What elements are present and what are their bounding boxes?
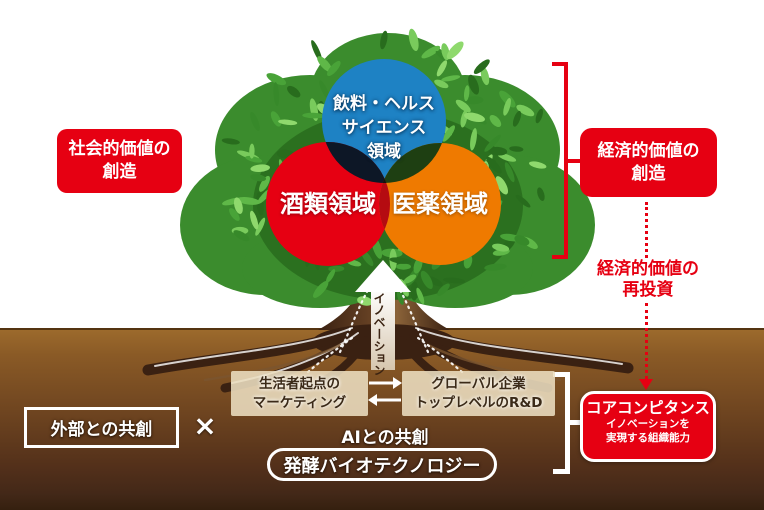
reinvestment-dotted-line-top (645, 202, 648, 258)
core-competence-box: コアコンピタンス イノベーションを 実現する組織能力 (580, 391, 716, 462)
external-cocreation-box: 外部との共創 (24, 407, 179, 448)
beverage-health-domain-label: 飲料・ヘルス サイエンス 領域 (333, 94, 435, 162)
exchange-arrows (368, 377, 402, 406)
multiply-icon: × (193, 409, 217, 442)
core-competence-bracket-connector (569, 420, 580, 425)
down-arrow-icon (639, 379, 653, 390)
up-arrow-icon (355, 260, 411, 370)
innovation-trunk-label: イノベーション (372, 292, 386, 376)
marketing-box: 生活者起点の マーケティング (231, 371, 368, 416)
social-value-box: 社会的価値の 創造 (57, 129, 182, 193)
ai-cocreation-label: AIとの共創 (341, 428, 429, 448)
domain-circles (266, 59, 501, 266)
left-arrow-icon (368, 394, 401, 406)
right-arrow-icon (369, 377, 402, 389)
fermentation-pill: 発酵バイオテクノロジー (267, 448, 497, 481)
dotted-flow-lines (306, 284, 464, 374)
pharmaceutical-domain-label: 医薬領域 (392, 190, 488, 218)
economic-value-bracket-connector (567, 159, 580, 163)
alcohol-domain-label: 酒類領域 (280, 190, 376, 218)
economic-value-bracket (552, 62, 568, 259)
reinvestment-label: 経済的価値の 再投資 (597, 259, 699, 300)
rd-box: グローバル企業 トップレベルのR&D (402, 371, 555, 416)
core-competence-bracket (553, 372, 570, 474)
economic-value-box: 経済的価値の 創造 (580, 128, 717, 197)
reinvestment-dotted-line-bottom (645, 303, 648, 379)
